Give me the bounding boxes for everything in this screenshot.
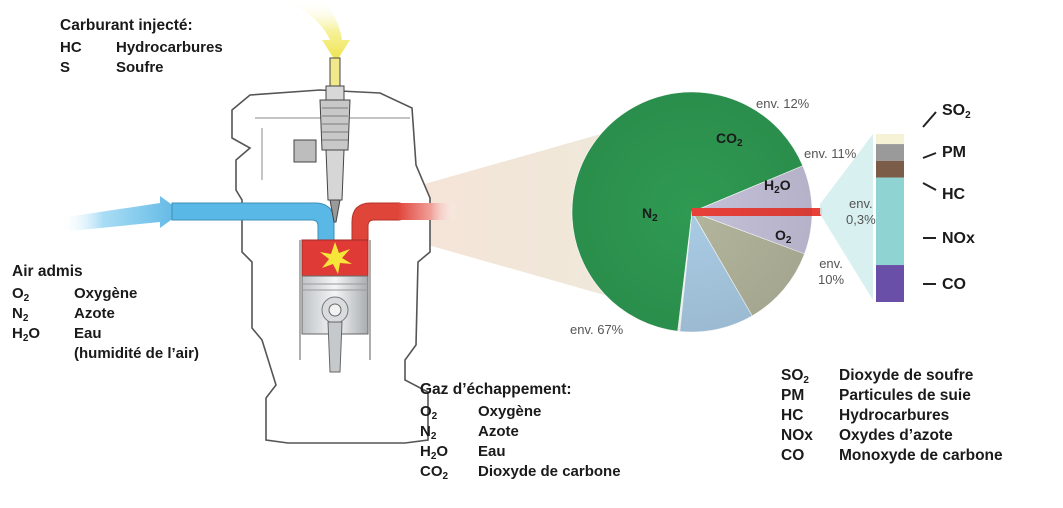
pollutant-stack-bar (876, 134, 904, 302)
pct-pollutants: env. 0,3% (846, 196, 876, 227)
exhaust-composition-pie (571, 91, 822, 333)
stack-segment-co (876, 265, 904, 302)
zoom-cone (368, 128, 622, 300)
stack-label-pm: PM (942, 144, 966, 161)
stack-segment-hc (876, 160, 904, 178)
pie-label-co2: CO2 (716, 130, 743, 149)
air-title: Air admis (12, 263, 83, 280)
air-note: (humidité de l’air) (74, 345, 200, 362)
fuel-injector (293, 57, 351, 223)
stack-label-hc: HC (942, 186, 966, 203)
stack-leader-lines (922, 111, 937, 285)
pct-co2: env. 12% (756, 96, 810, 111)
pie-label-n2: N2 (642, 205, 658, 224)
stack-segment-so2 (876, 134, 904, 145)
pie-label-o2: O2 (775, 227, 792, 246)
stack-segment-nox (876, 177, 904, 266)
pollutant-bracket (820, 134, 873, 300)
fuel-title: Carburant injecté: (60, 17, 193, 34)
intake-flow-arrow (60, 196, 182, 232)
exhaust-title: Gaz d’échappement: (420, 381, 572, 398)
stack-label-co: CO (942, 276, 966, 293)
fuel-flow-arrow (270, 0, 350, 62)
exhaust-flow (398, 203, 458, 220)
pct-n2: env. 67% (570, 322, 624, 337)
pie-slice-pollutants (692, 208, 822, 216)
stack-segment-pm (876, 144, 904, 161)
ignition-spark-icon (320, 242, 352, 274)
stack-label-so2: SO2 (942, 102, 971, 121)
piston (301, 275, 369, 373)
pct-o2: env. 10% (818, 256, 845, 287)
pct-h2o: env. 11% (804, 146, 857, 161)
stack-label-nox: NOx (942, 230, 975, 247)
pie-label-h2o: H2O (764, 177, 791, 196)
